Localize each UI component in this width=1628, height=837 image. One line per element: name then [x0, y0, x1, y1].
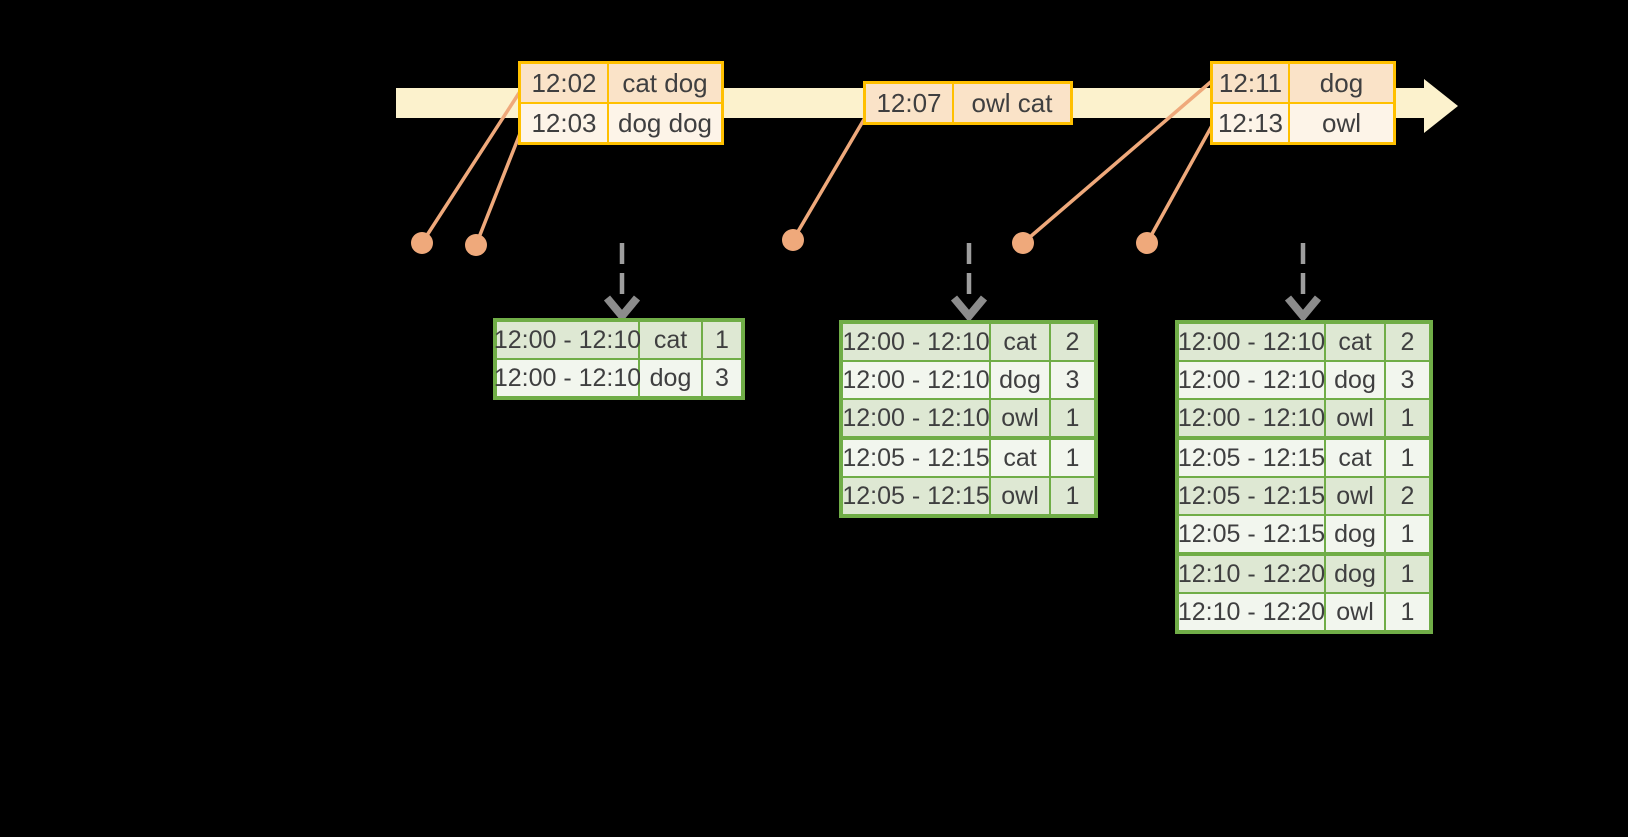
table-row: 12:03 dog dog [521, 104, 721, 142]
window-cell: 12:00 - 12:10 [842, 324, 990, 360]
event-time-cell: 12:03 [521, 104, 607, 142]
window-cell: 12:00 - 12:10 [494, 322, 641, 358]
word-cell: cat [1326, 440, 1384, 476]
arrow-head-icon [1284, 295, 1322, 323]
window-cell: 12:00 - 12:10 [842, 400, 990, 436]
count-cell: 2 [1051, 324, 1094, 360]
event-table-3: 12:11 dog 12:13 owl [1210, 61, 1396, 145]
event-table-1: 12:02 cat dog 12:03 dog dog [518, 61, 724, 145]
window-cell: 12:05 - 12:15 [842, 440, 990, 476]
table-row: 12:00 - 12:10 cat 2 [1178, 324, 1429, 360]
count-cell: 3 [1051, 362, 1094, 398]
word-cell: owl [1326, 400, 1384, 436]
event-pointer-line [1145, 121, 1216, 244]
table-row: 12:05 - 12:15 dog 1 [1178, 516, 1429, 552]
table-row: 12:10 - 12:20 dog 1 [1178, 556, 1429, 592]
count-cell: 1 [1051, 478, 1094, 514]
count-cell: 1 [1386, 440, 1429, 476]
event-words-cell: dog [1290, 64, 1393, 102]
window-cell: 12:00 - 12:10 [1178, 400, 1325, 436]
event-pointer-line [1021, 78, 1215, 245]
word-cell: cat [991, 440, 1049, 476]
timeline-arrowhead-icon [1424, 79, 1458, 133]
window-cell: 12:00 - 12:10 [1178, 362, 1325, 398]
word-cell: dog [640, 360, 701, 396]
window-cell: 12:10 - 12:20 [1178, 594, 1325, 630]
word-cell: dog [1326, 556, 1384, 592]
event-dot [411, 232, 433, 254]
window-cell: 12:00 - 12:10 [842, 362, 990, 398]
event-time-cell: 12:11 [1213, 64, 1288, 102]
event-pointer-line [474, 125, 525, 246]
event-words-cell: owl [1290, 104, 1393, 142]
word-cell: dog [991, 362, 1049, 398]
event-pointer-line [420, 89, 523, 244]
table-row: 12:10 - 12:20 owl 1 [1178, 594, 1429, 630]
arrow-head-icon [603, 295, 641, 323]
count-cell: 3 [703, 360, 741, 396]
word-cell: cat [1326, 324, 1384, 360]
word-cell: owl [1326, 478, 1384, 514]
event-dot [782, 229, 804, 251]
event-words-cell: cat dog [609, 64, 721, 102]
table-row: 12:11 dog [1213, 64, 1393, 102]
result-table-3: 12:00 - 12:10 cat 2 12:00 - 12:10 dog 3 … [1175, 320, 1433, 634]
event-pointer-line [791, 115, 868, 241]
word-cell: owl [991, 478, 1049, 514]
count-cell: 2 [1386, 324, 1429, 360]
table-row: 12:00 - 12:10 dog 3 [842, 362, 1094, 398]
table-row: 12:00 - 12:10 dog 3 [494, 360, 741, 396]
window-cell: 12:05 - 12:15 [1178, 440, 1325, 476]
event-pointer-lines [420, 78, 1216, 246]
window-cell: 12:05 - 12:15 [1178, 516, 1325, 552]
table-row: 12:05 - 12:15 cat 1 [1178, 440, 1429, 476]
table-row: 12:07 owl cat [866, 84, 1070, 122]
table-row: 12:05 - 12:15 cat 1 [842, 440, 1094, 476]
word-cell: cat [991, 324, 1049, 360]
count-cell: 1 [1386, 594, 1429, 630]
event-dot [1012, 232, 1034, 254]
word-cell: owl [1326, 594, 1384, 630]
event-dot [465, 234, 487, 256]
table-row: 12:05 - 12:15 owl 2 [1178, 478, 1429, 514]
event-time-cell: 12:07 [866, 84, 952, 122]
count-cell: 1 [1386, 516, 1429, 552]
count-cell: 1 [1051, 440, 1094, 476]
event-words-cell: owl cat [954, 84, 1070, 122]
event-table-2: 12:07 owl cat [863, 81, 1073, 125]
event-dot [1136, 232, 1158, 254]
table-row: 12:13 owl [1213, 104, 1393, 142]
arrow-head-icon [950, 295, 988, 323]
table-row: 12:00 - 12:10 cat 2 [842, 324, 1094, 360]
event-time-cell: 12:02 [521, 64, 607, 102]
count-cell: 1 [703, 322, 741, 358]
count-cell: 1 [1051, 400, 1094, 436]
word-cell: cat [640, 322, 701, 358]
window-cell: 12:00 - 12:10 [1178, 324, 1325, 360]
table-row: 12:05 - 12:15 owl 1 [842, 478, 1094, 514]
count-cell: 3 [1386, 362, 1429, 398]
window-cell: 12:10 - 12:20 [1178, 556, 1325, 592]
table-row: 12:00 - 12:10 cat 1 [494, 322, 741, 358]
word-cell: dog [1326, 516, 1384, 552]
trigger-arrows [603, 243, 1322, 323]
word-cell: owl [991, 400, 1049, 436]
table-row: 12:00 - 12:10 owl 1 [842, 400, 1094, 436]
window-cell: 12:00 - 12:10 [494, 360, 641, 396]
window-cell: 12:05 - 12:15 [842, 478, 990, 514]
table-row: 12:02 cat dog [521, 64, 721, 102]
count-cell: 1 [1386, 400, 1429, 436]
word-cell: dog [1326, 362, 1384, 398]
count-cell: 1 [1386, 556, 1429, 592]
result-table-2: 12:00 - 12:10 cat 2 12:00 - 12:10 dog 3 … [839, 320, 1098, 518]
table-row: 12:00 - 12:10 owl 1 [1178, 400, 1429, 436]
table-row: 12:00 - 12:10 dog 3 [1178, 362, 1429, 398]
event-time-cell: 12:13 [1213, 104, 1288, 142]
window-cell: 12:05 - 12:15 [1178, 478, 1325, 514]
result-table-1: 12:00 - 12:10 cat 1 12:00 - 12:10 dog 3 [493, 318, 745, 400]
count-cell: 2 [1386, 478, 1429, 514]
event-words-cell: dog dog [609, 104, 721, 142]
event-marker-dots [411, 229, 1158, 256]
